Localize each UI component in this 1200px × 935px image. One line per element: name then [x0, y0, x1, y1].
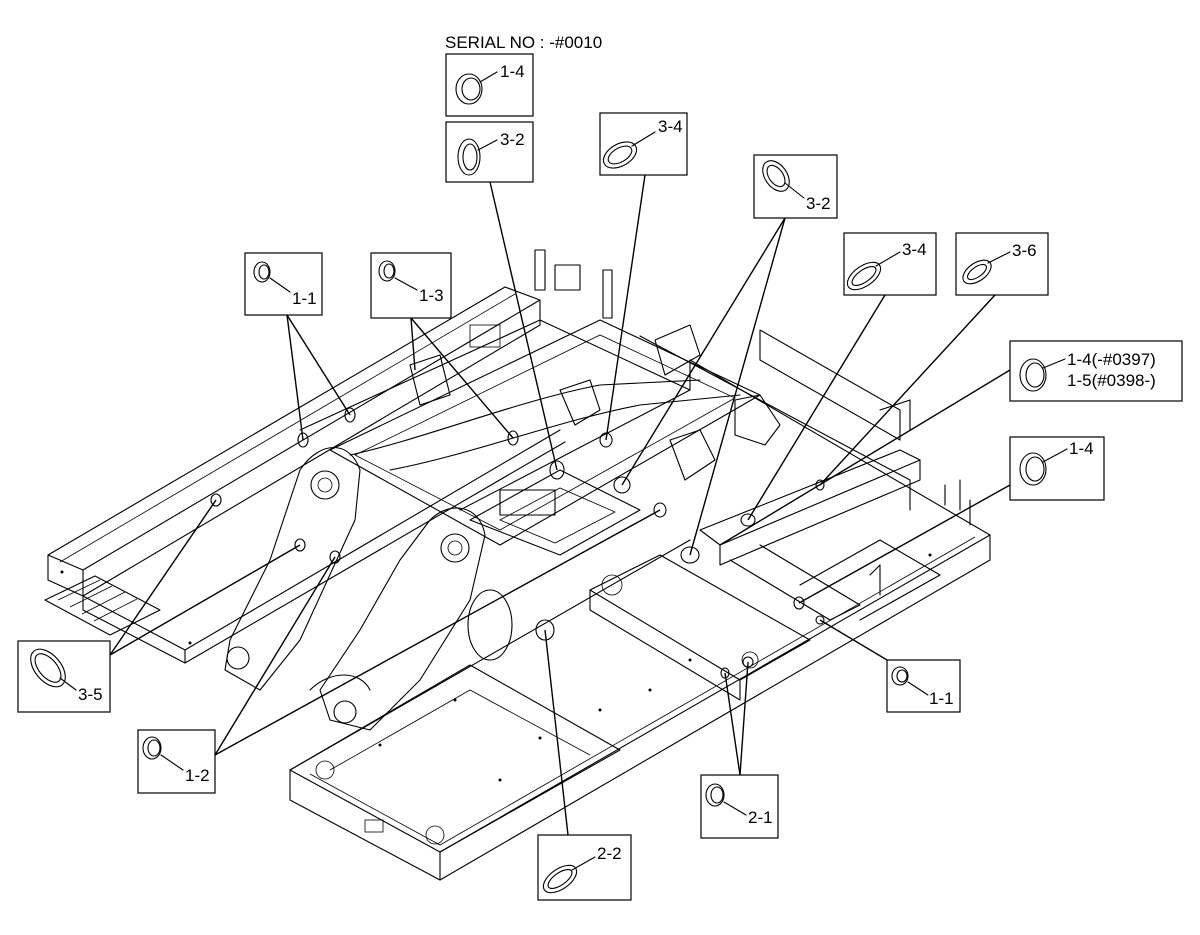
callout-label: 1-4: [500, 62, 525, 81]
callout-label: 1-1: [292, 289, 317, 308]
callout-1-3[interactable]: 1-3: [370, 252, 452, 319]
callout-label: 1-3: [419, 286, 444, 305]
callout-label: 2-2: [597, 844, 622, 863]
callout-label: 1-4: [1069, 439, 1094, 458]
callout-3-4-top[interactable]: 3-4: [599, 112, 688, 176]
callout-3-5[interactable]: 3-5: [17, 640, 111, 713]
callout-1-2[interactable]: 1-2: [137, 729, 216, 794]
callout-label: 2-1: [748, 808, 773, 827]
callout-label: 1-4(-#0397): [1067, 350, 1156, 369]
callout-2-2[interactable]: 2-2: [537, 834, 632, 901]
callout-label: 1-2: [185, 766, 210, 785]
callout-label: 3-2: [806, 194, 831, 213]
callout-label: 3-4: [658, 117, 683, 136]
callout-label: 3-5: [78, 685, 103, 704]
callout-2-1[interactable]: 2-1: [700, 774, 779, 839]
callout-label: 1-1: [929, 689, 954, 708]
leader-lines: [109, 174, 1011, 836]
callout-1-4-right[interactable]: 1-4: [1009, 436, 1105, 501]
callout-3-4-right[interactable]: 3-4: [843, 232, 937, 296]
callout-label: 1-5(#0398-): [1067, 371, 1156, 390]
callout-3-6[interactable]: 3-6: [955, 232, 1049, 296]
callout-label: 3-4: [902, 240, 927, 259]
callout-label: 3-2: [500, 130, 525, 149]
callout-3-2-left[interactable]: 3-2: [445, 121, 534, 183]
upper-frame-drawing: [44, 249, 991, 881]
callout-3-2-right[interactable]: 3-2: [753, 154, 838, 219]
callout-1-1-right[interactable]: 1-1: [886, 659, 961, 713]
callout-1-1-left[interactable]: 1-1: [244, 252, 323, 316]
callout-label: 3-6: [1012, 241, 1037, 260]
serial-number-label: SERIAL NO : -#0010: [445, 33, 602, 52]
callout-1-4-top[interactable]: 1-4: [445, 53, 534, 117]
callout-1-4-1-5[interactable]: 1-4(-#0397) 1-5(#0398-): [1009, 340, 1183, 402]
